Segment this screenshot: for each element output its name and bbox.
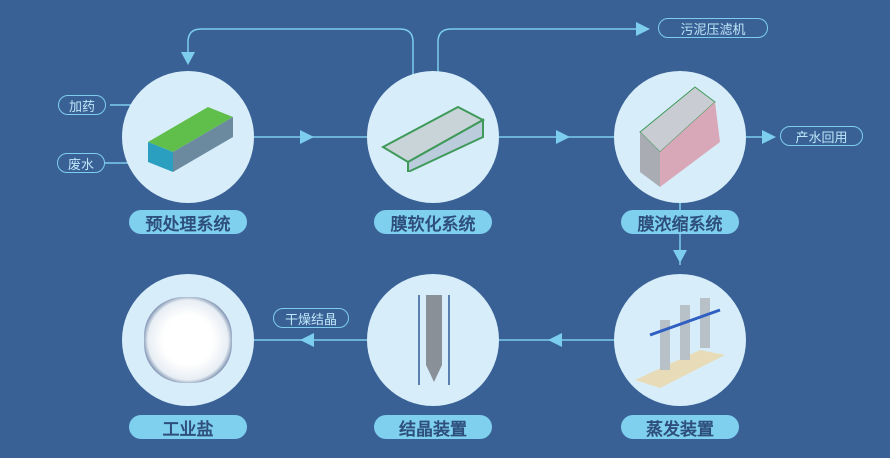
tag-sludge-filter-press: 污泥压滤机 xyxy=(658,18,768,38)
salt-photo xyxy=(144,297,232,383)
tag-wastewater: 废水 xyxy=(57,153,105,173)
crystallizer-equipment-icon xyxy=(418,295,450,385)
tag-dosing: 加药 xyxy=(58,95,106,115)
concentration-equipment-icon xyxy=(639,86,720,187)
pill-pretreatment: 预处理系统 xyxy=(129,210,247,235)
pill-evaporation: 蒸发装置 xyxy=(621,415,739,440)
stage-evaporation-image xyxy=(614,274,746,406)
evaporation-equipment-icon xyxy=(635,298,725,388)
pretreatment-equipment-icon xyxy=(148,107,233,172)
pill-industrial-salt: 工业盐 xyxy=(129,415,247,440)
stage-softening-image xyxy=(367,71,499,203)
stage-pretreatment-image xyxy=(122,71,254,203)
tag-water-reuse: 产水回用 xyxy=(780,126,863,146)
stage-concentration-image xyxy=(614,71,746,203)
softening-equipment-icon xyxy=(380,105,486,172)
stage-crystallization-image xyxy=(367,274,499,406)
tag-drying-crystal: 干燥结晶 xyxy=(273,308,349,328)
pill-concentration: 膜浓缩系统 xyxy=(621,210,739,235)
pill-softening: 膜软化系统 xyxy=(374,210,492,235)
stage-salt-image xyxy=(122,274,254,406)
pill-crystallization: 结晶装置 xyxy=(374,415,492,440)
